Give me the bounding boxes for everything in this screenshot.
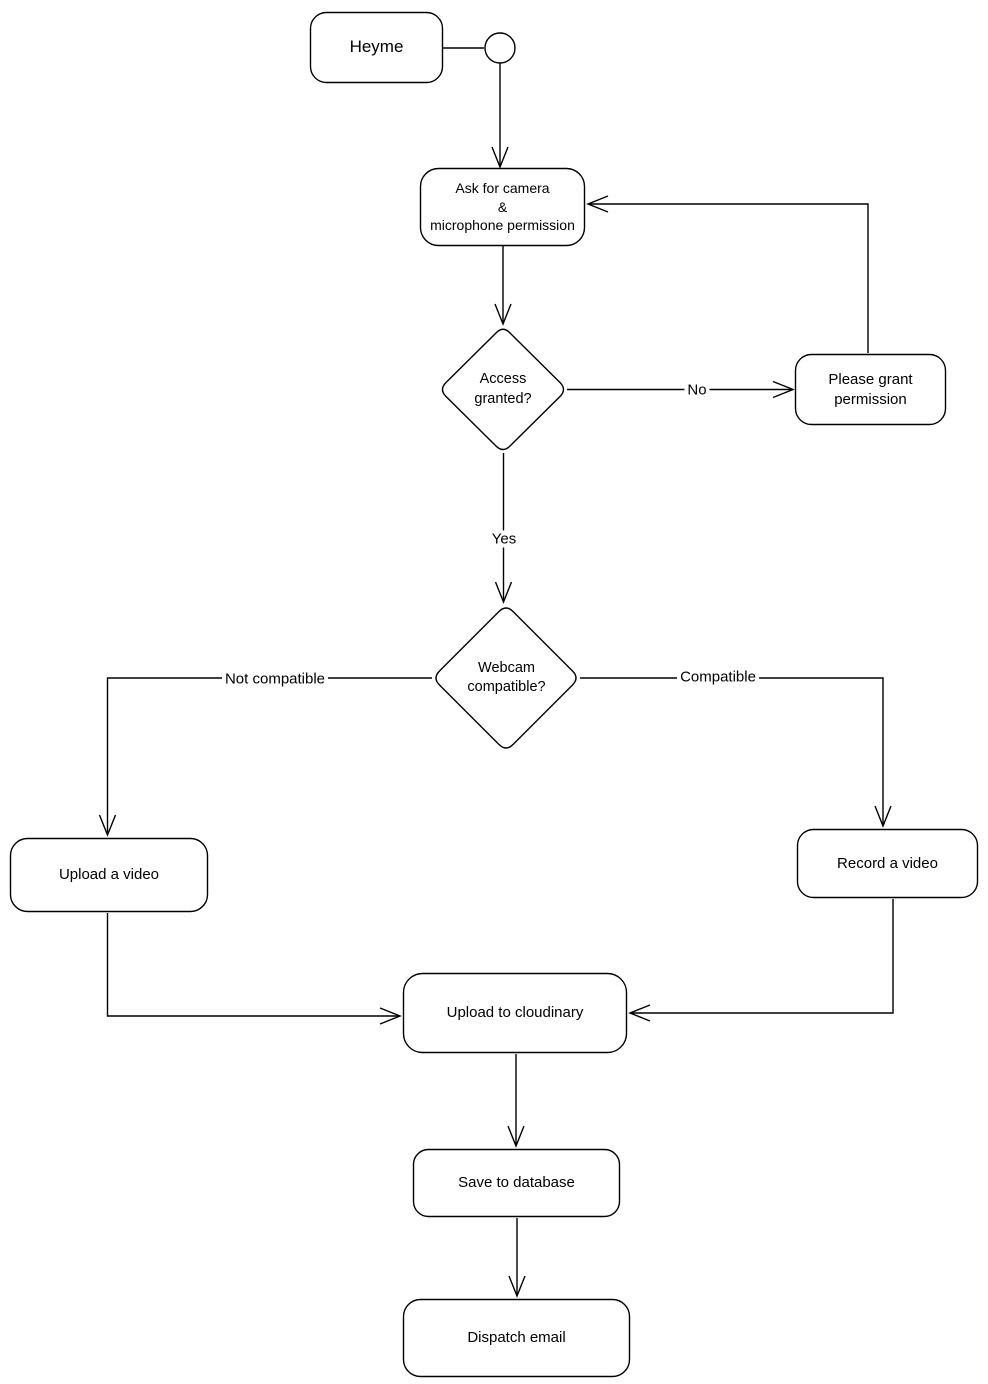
edge-record-cloudinary: [628, 899, 894, 1022]
edge-webcam-not-compatible: [98, 677, 432, 837]
edge-grant-loop-back: [586, 195, 869, 353]
node-webcam-compatible-shape: [435, 607, 577, 749]
edge-webcam-compatible: [580, 677, 892, 828]
node-please-grant-shape: [794, 353, 947, 426]
node-upload-video-shape: [9, 837, 209, 913]
node-heyme-shape: [309, 11, 444, 84]
start-circle: [484, 32, 516, 64]
node-save-database-shape: [412, 1148, 621, 1218]
node-access-granted-shape: [441, 328, 565, 451]
node-upload-cloudinary-shape: [402, 972, 628, 1054]
node-record-video-shape: [796, 828, 979, 899]
node-ask-permission-shape: [419, 167, 586, 247]
node-dispatch-email-shape: [402, 1298, 631, 1378]
edge-upload-cloudinary: [106, 913, 402, 1025]
